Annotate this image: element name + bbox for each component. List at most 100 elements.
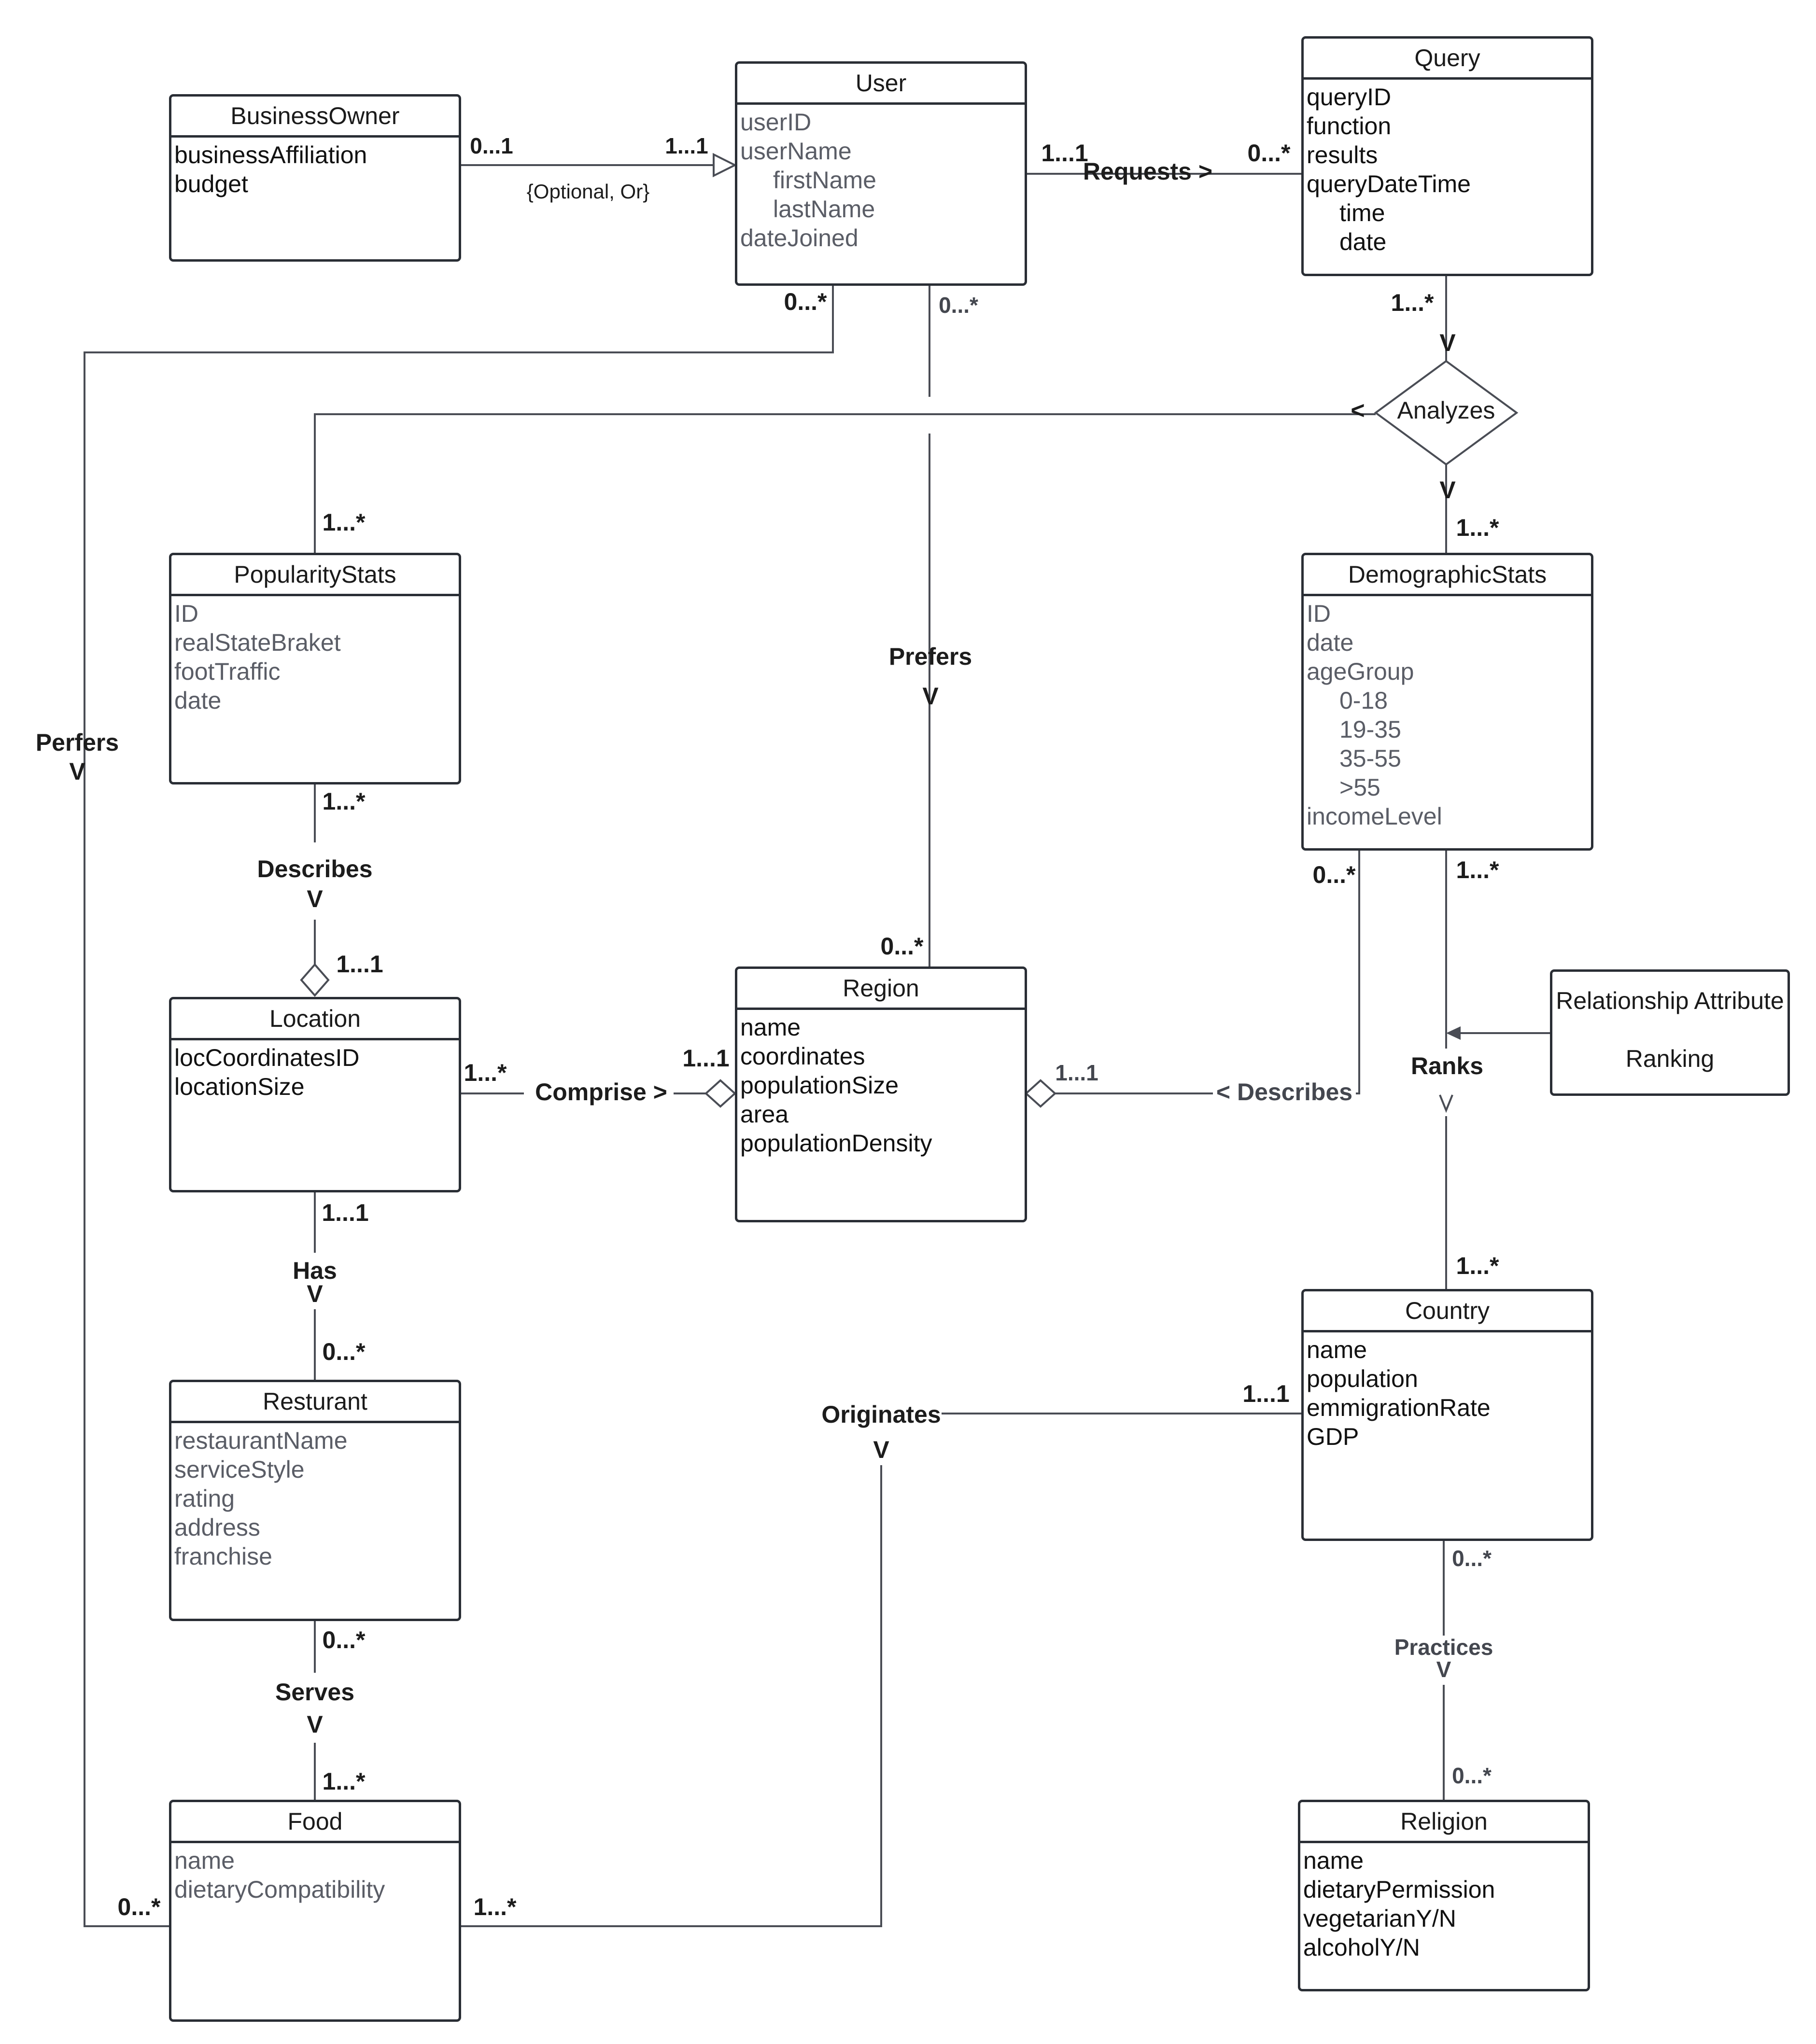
- attribute: 35-55: [1339, 745, 1401, 772]
- class-restaurant[interactable]: Resturant restaurantName serviceStyle ra…: [169, 1380, 461, 1621]
- multiplicity-label: 1...*: [322, 1768, 366, 1795]
- attribute: ID: [174, 600, 198, 627]
- aggregation-diamond-region-right: [1025, 1079, 1056, 1108]
- direction-arrow: V: [873, 1436, 889, 1463]
- multiplicity-label: 0...*: [784, 288, 827, 315]
- multiplicity-label: 0...*: [1312, 861, 1356, 888]
- class-name: Country: [1304, 1291, 1591, 1332]
- relationship-attribute-box[interactable]: Relationship Attribute Ranking: [1550, 969, 1790, 1096]
- attribute: franchise: [174, 1543, 272, 1570]
- attribute: >55: [1339, 774, 1380, 801]
- multiplicity-label: 1...*: [1456, 856, 1499, 883]
- attribute: name: [740, 1014, 801, 1041]
- attribute: serviceStyle: [174, 1456, 305, 1483]
- multiplicity-label: 0...1: [470, 133, 513, 158]
- direction-arrow: <: [1351, 397, 1365, 424]
- multiplicity-label: 1...*: [1391, 289, 1434, 316]
- attribute: name: [1303, 1847, 1364, 1874]
- attribute: date: [174, 687, 222, 714]
- multiplicity-label: 1...1: [665, 133, 708, 158]
- attribute: dateJoined: [740, 224, 859, 252]
- perfers-line: [84, 286, 834, 1927]
- class-name: BusinessOwner: [171, 97, 459, 138]
- association-label-serves: Serves: [275, 1679, 355, 1706]
- attribute: lastName: [773, 196, 875, 223]
- analyzes-label: Analyzes: [1397, 397, 1495, 424]
- class-region[interactable]: Region name coordinates populationSize a…: [735, 966, 1027, 1222]
- association-label-ranks: Ranks: [1410, 1052, 1484, 1079]
- multiplicity-label: 0...*: [1452, 1546, 1492, 1571]
- association-label-practices: Practices: [1394, 1635, 1493, 1660]
- relationship-attribute-value: Ranking: [1625, 1045, 1715, 1072]
- attribute: queryID: [1307, 84, 1392, 111]
- multiplicity-label: 1...*: [464, 1059, 507, 1086]
- relationship-attribute-title: Relationship Attribute: [1556, 987, 1784, 1014]
- class-name: Location: [171, 999, 459, 1040]
- attribute: ageGroup: [1307, 658, 1414, 685]
- demographic-describes-line: [1356, 851, 1360, 1094]
- class-name: Food: [171, 1802, 459, 1843]
- class-user[interactable]: User userID userName firstName lastName …: [735, 61, 1027, 286]
- attribute: function: [1307, 112, 1392, 140]
- multiplicity-label: 0...*: [939, 293, 978, 318]
- class-country[interactable]: Country name population emmigrationRate …: [1301, 1289, 1593, 1541]
- class-business-owner[interactable]: BusinessOwner businessAffiliation budget: [169, 94, 461, 262]
- aggregation-diamond-location: [300, 963, 330, 997]
- attribute: firstName: [773, 167, 876, 194]
- class-religion[interactable]: Religion name dietaryPermission vegetari…: [1298, 1800, 1590, 1991]
- class-demographic-stats[interactable]: DemographicStats ID date ageGroup 0-18 1…: [1301, 553, 1593, 851]
- direction-arrow: V: [307, 1280, 323, 1307]
- class-location[interactable]: Location locCoordinatesID locationSize: [169, 997, 461, 1192]
- multiplicity-label: 0...*: [880, 933, 924, 960]
- association-label-prefers: Prefers: [888, 643, 972, 670]
- attribute: dietaryPermission: [1303, 1876, 1495, 1903]
- multiplicity-label: 1...*: [1456, 514, 1499, 541]
- attribute: emmigrationRate: [1307, 1394, 1491, 1421]
- attribute: address: [174, 1514, 260, 1541]
- ranks-arrowhead: [1439, 1094, 1453, 1113]
- direction-arrow: V: [307, 885, 323, 912]
- attribute: results: [1307, 141, 1378, 168]
- multiplicity-label: 0...*: [1247, 140, 1291, 167]
- attribute: queryDateTime: [1307, 170, 1471, 197]
- class-name: Religion: [1300, 1802, 1588, 1843]
- attribute: area: [740, 1101, 789, 1128]
- attribute: budget: [174, 170, 248, 197]
- association-label-perfers: Perfers: [35, 729, 119, 756]
- direction-arrow: V: [307, 1711, 323, 1738]
- attribute: populationDensity: [740, 1130, 932, 1157]
- attribute: userName: [740, 138, 852, 165]
- multiplicity-label: 1...*: [473, 1893, 517, 1920]
- class-popularity-stats[interactable]: PopularityStats ID realStateBraket footT…: [169, 553, 461, 784]
- multiplicity-label: 0...*: [1452, 1763, 1492, 1788]
- multiplicity-label: 0...*: [322, 1338, 366, 1365]
- multiplicity-label: 0...*: [322, 1626, 366, 1653]
- association-label-has: Has: [293, 1257, 337, 1284]
- direction-arrow: V: [1439, 329, 1456, 356]
- multiplicity-label: 1...1: [336, 951, 383, 978]
- multiplicity-label: 1...1: [1055, 1060, 1098, 1085]
- attribute: locCoordinatesID: [174, 1044, 360, 1071]
- attribute: coordinates: [740, 1043, 865, 1070]
- class-food[interactable]: Food name dietaryCompatibility: [169, 1800, 461, 2022]
- relationship-attribute-arrowhead: [1446, 1026, 1461, 1040]
- class-query[interactable]: Query queryID function results queryDate…: [1301, 36, 1593, 276]
- attribute: businessAffiliation: [174, 141, 367, 168]
- association-label-comprise: Comprise >: [535, 1078, 667, 1106]
- attribute: restaurantName: [174, 1427, 348, 1454]
- attribute: name: [174, 1847, 235, 1874]
- attribute: dietaryCompatibility: [174, 1876, 385, 1903]
- direction-arrow: V: [69, 758, 85, 785]
- attribute: name: [1307, 1336, 1367, 1363]
- attribute: locationSize: [174, 1073, 305, 1100]
- attribute: date: [1339, 228, 1387, 255]
- class-name: User: [737, 64, 1025, 105]
- attribute: footTraffic: [174, 658, 281, 685]
- multiplicity-label: 1...1: [682, 1045, 730, 1072]
- multiplicity-label: 1...*: [1456, 1252, 1499, 1279]
- direction-arrow: V: [1439, 476, 1456, 504]
- originates-line-lower: [460, 1465, 882, 1927]
- attribute: 0-18: [1339, 687, 1388, 714]
